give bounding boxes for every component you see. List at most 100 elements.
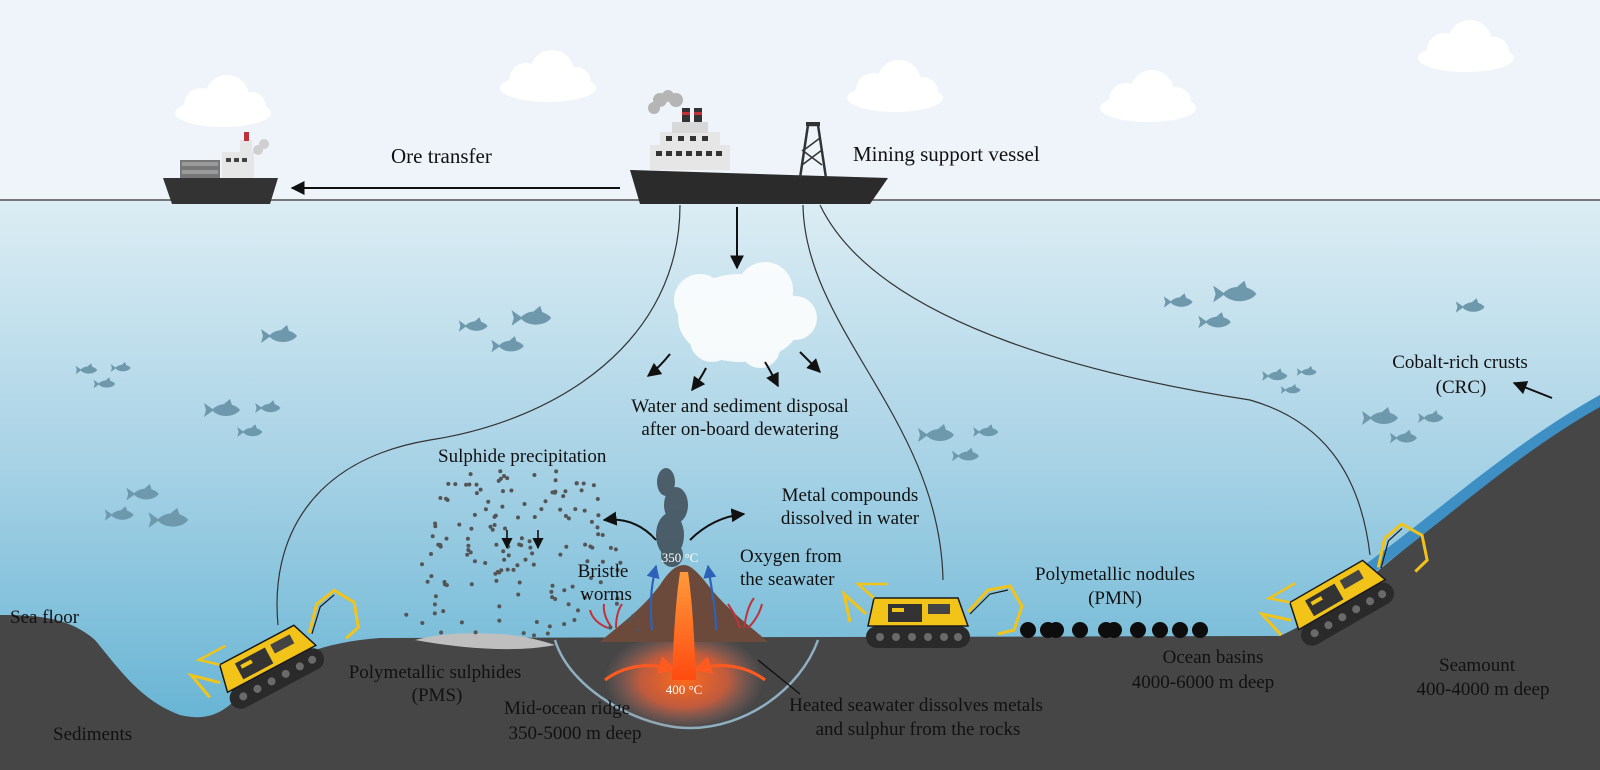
sulphide-particle [466,543,471,548]
sulphide-particle [566,602,571,607]
sulphide-particle [446,481,451,486]
sulphide-particle [589,576,593,580]
sulphide-particle [564,544,569,549]
mining-vessel-icon [630,90,888,204]
oxygen-label: Oxygen from [740,546,842,567]
inflow-arrow-right [693,656,766,682]
sulphide-particle [563,489,568,494]
sulphide-particle [596,532,601,537]
sulphide-particle [636,627,641,632]
sulphide-particle [550,595,555,600]
sulphide-particle [558,552,563,557]
sulphide-particle [502,474,506,478]
crc-label: Cobalt-rich crusts [1392,352,1528,373]
sulphide-particle [532,473,537,477]
sulphide-particle [532,633,536,638]
sulphide-particle [523,557,528,562]
sulphide-particle [534,620,539,624]
plume-arrow-left [602,511,657,541]
sulphide-particle [547,624,552,629]
disposal-arrow [799,351,821,373]
sulphide-particle [528,545,533,550]
sulphide-particle [497,618,502,623]
sulphide-particle [608,625,613,630]
sulphide-particle [583,542,588,547]
crc-arrow [1512,381,1553,399]
sulphide-particle [614,601,619,606]
disposal-label-2: after on-board dewatering [641,419,839,440]
sea-floor-label: Sea floor [10,607,80,628]
nodule [1048,622,1064,638]
cargo-ship-icon [163,132,278,204]
nodule [1172,622,1188,638]
sulphide-particle [517,580,522,585]
nodule [1130,622,1146,638]
sulphide-particle [430,534,435,539]
sulphide-particle [549,589,554,594]
sulphide-particle [576,608,580,613]
source-temperature: 400 °C [666,682,703,697]
disposal-label: Water and sediment disposal [631,396,848,417]
sulphide-particle [631,613,636,618]
sulphide-particle [558,507,563,512]
sulphide-particle [613,547,618,552]
disposal-arrow [764,361,779,388]
sulphide-particle [628,618,632,623]
sulphide-particle [464,482,469,487]
sulphide-particle [498,476,503,481]
sulphide-particle [553,478,558,483]
sulphide-particle [589,519,594,524]
sulphide-particle [566,516,571,521]
sulphide-particle [465,552,470,557]
sulphide-particle [532,515,537,519]
sulphide-particle [404,612,409,617]
sulphide-particle [585,559,590,564]
sulphide-particles [404,469,641,638]
sulphide-particle [582,595,587,600]
ocean-basins-label-2: 4000-6000 m deep [1132,672,1274,693]
magma-conduit [672,572,696,680]
sulphide-particle [468,472,473,477]
heated-seawater-label-2: and sulphur from the rocks [816,719,1021,740]
sulphide-particle [582,508,587,513]
sulphide-particle [442,580,447,584]
sulphide-particle [494,578,499,583]
nodule [1020,622,1036,638]
sulphide-particle [432,602,437,607]
pmn-label-2: (PMN) [1088,588,1142,609]
sulphide-particle [618,560,623,565]
sulphide-particle [600,559,605,564]
mid-ocean-ridge-label-2: 350-5000 m deep [509,723,642,744]
sulphide-particle [531,562,536,567]
sulphide-particle [420,621,425,625]
sulphide-particle [554,469,559,474]
sulphide-particle [473,630,478,635]
sulphide-particle [563,514,568,518]
sulphide-particle [502,557,507,562]
sulphide-particle [474,491,479,496]
sulphide-particle [608,545,613,550]
crc-label-2: (CRC) [1436,377,1487,398]
sulphide-particle [488,524,493,529]
inflow-arrow-left [604,656,677,682]
sulphide-particle [438,543,443,547]
sulphide-particle [598,580,603,585]
pmn-label: Polymetallic nodules [1035,564,1195,585]
sulphide-particle [561,494,566,499]
sulphide-particle [469,526,474,531]
sulphide-particle [457,522,462,527]
sulphide-particle [429,552,433,556]
sulphide-particle [509,488,514,493]
sulphide-particle [432,611,437,616]
sulphide-particle [595,497,600,501]
sulphide-particle [527,539,532,544]
pms-label: Polymetallic sulphides [349,662,522,683]
sulphide-particle [483,507,488,512]
cobalt-crust-layer [1328,395,1600,600]
sulphide-particle [522,502,527,506]
sulphide-particle [539,507,544,512]
sulphide-particle [517,542,522,547]
sky [0,0,1600,200]
nodule [1106,622,1122,638]
sulphide-particle [553,597,558,601]
